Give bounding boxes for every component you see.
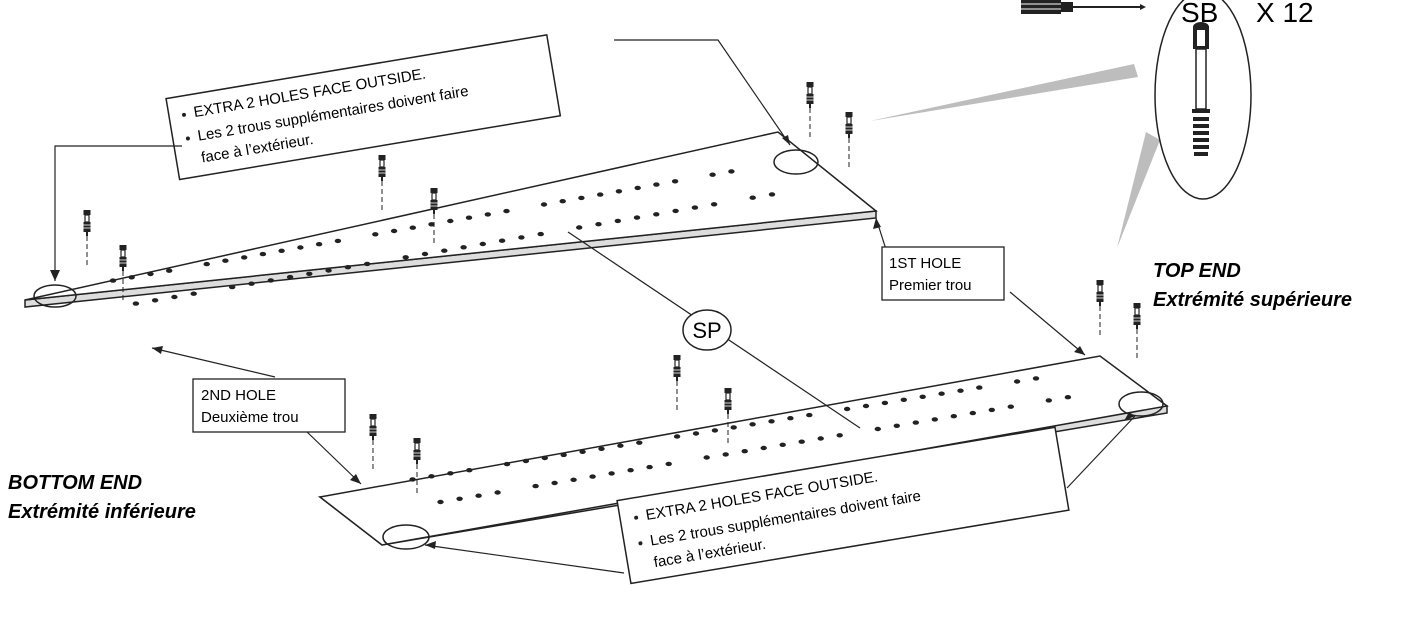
part-label-sp: SP [692,318,721,343]
first-hole-fr: Premier trou [889,277,972,294]
hardware-quantity: X 12 [1256,0,1314,28]
extra-holes-callout-top: EXTRA 2 HOLES FACE OUTSIDE. Les 2 trous … [165,34,562,181]
second-hole-en: 2ND HOLE [201,387,276,404]
second-hole-fr: Deuxième trou [201,409,299,426]
panel-part-label: SP [682,309,732,351]
top-end-en: TOP END [1153,260,1241,282]
hardware-detail: SB X 12 [870,0,1314,248]
first-hole-label: 1ST HOLE Premier trou [881,246,1005,301]
second-hole-label: 2ND HOLE Deuxième trou [192,378,346,433]
bottom-end-fr: Extrémité inférieure [8,501,196,523]
bottom-panel-holes [409,376,1072,505]
top-shelf-panel [24,131,878,308]
hardware-code: SB [1181,0,1218,28]
screwdriver-icon [1021,0,1146,14]
top-end-fr: Extrémité supérieure [1153,289,1352,311]
extra-holes-callout-bottom: EXTRA 2 HOLES FACE OUTSIDE. Les 2 trous … [616,426,1070,585]
extra-hole-markers [33,149,1164,550]
top-panel-holes [109,169,776,306]
bottom-end-en: BOTTOM END [8,472,142,494]
arrow-heads [50,135,1135,549]
bolt-icon [1192,22,1210,156]
first-hole-en: 1ST HOLE [889,255,961,272]
